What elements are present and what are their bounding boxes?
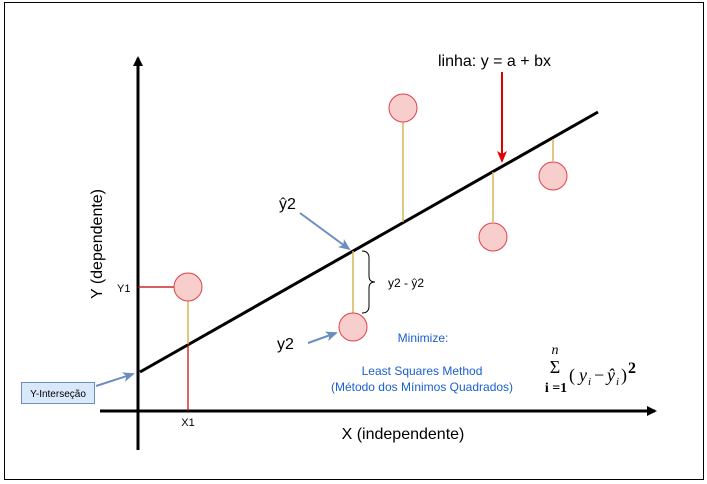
- formula-open-paren: (: [569, 365, 575, 386]
- x-axis-label: X (independente): [342, 426, 465, 443]
- data-point-5: [538, 161, 568, 191]
- y-intercept-label: Y-Interseção: [30, 389, 86, 400]
- residual-brace: [361, 250, 376, 314]
- data-point-2: [338, 312, 368, 342]
- frame: [4, 2, 704, 480]
- data-point-4: [478, 222, 508, 252]
- y1-label: Y1: [117, 283, 130, 295]
- formula-yhat: ŷ: [605, 365, 615, 385]
- sum-sigma: Σ: [550, 357, 560, 377]
- y-hat-label: ŷ2: [279, 196, 296, 213]
- y-intercept-box: [21, 382, 95, 404]
- sum-upper-limit: n: [552, 343, 559, 358]
- minimize-label: Minimize:: [398, 331, 449, 345]
- line-equation-label: linha: y = a + bx: [438, 53, 551, 70]
- y2-label: y2: [277, 336, 294, 353]
- regression-line: [139, 110, 599, 374]
- formula-yhat-subscript: i: [616, 376, 619, 388]
- formula-close-paren: ): [621, 365, 627, 386]
- data-point-1: [173, 272, 203, 302]
- intercept-arrow: [95, 372, 135, 387]
- least-squares-formula: n Σ i =1 ( y i − ŷ i ) 2: [545, 343, 636, 396]
- residual-label: y2 - ŷ2: [388, 276, 424, 290]
- formula-power: 2: [628, 360, 636, 377]
- sum-lower-limit: i =1: [545, 381, 567, 396]
- formula-y-subscript: i: [588, 376, 591, 388]
- x1-label: X1: [181, 417, 194, 429]
- formula-minus: −: [594, 365, 604, 385]
- method-pt-label: (Método dos Mínimos Quadrados): [331, 380, 513, 394]
- formula-y: y: [577, 365, 587, 385]
- method-label: Least Squares Method: [362, 364, 483, 378]
- data-point-3: [388, 93, 418, 123]
- y-axis-label: Y (dependente): [89, 189, 106, 299]
- y-hat-arrow: [299, 212, 351, 251]
- y2-arrow: [307, 331, 338, 344]
